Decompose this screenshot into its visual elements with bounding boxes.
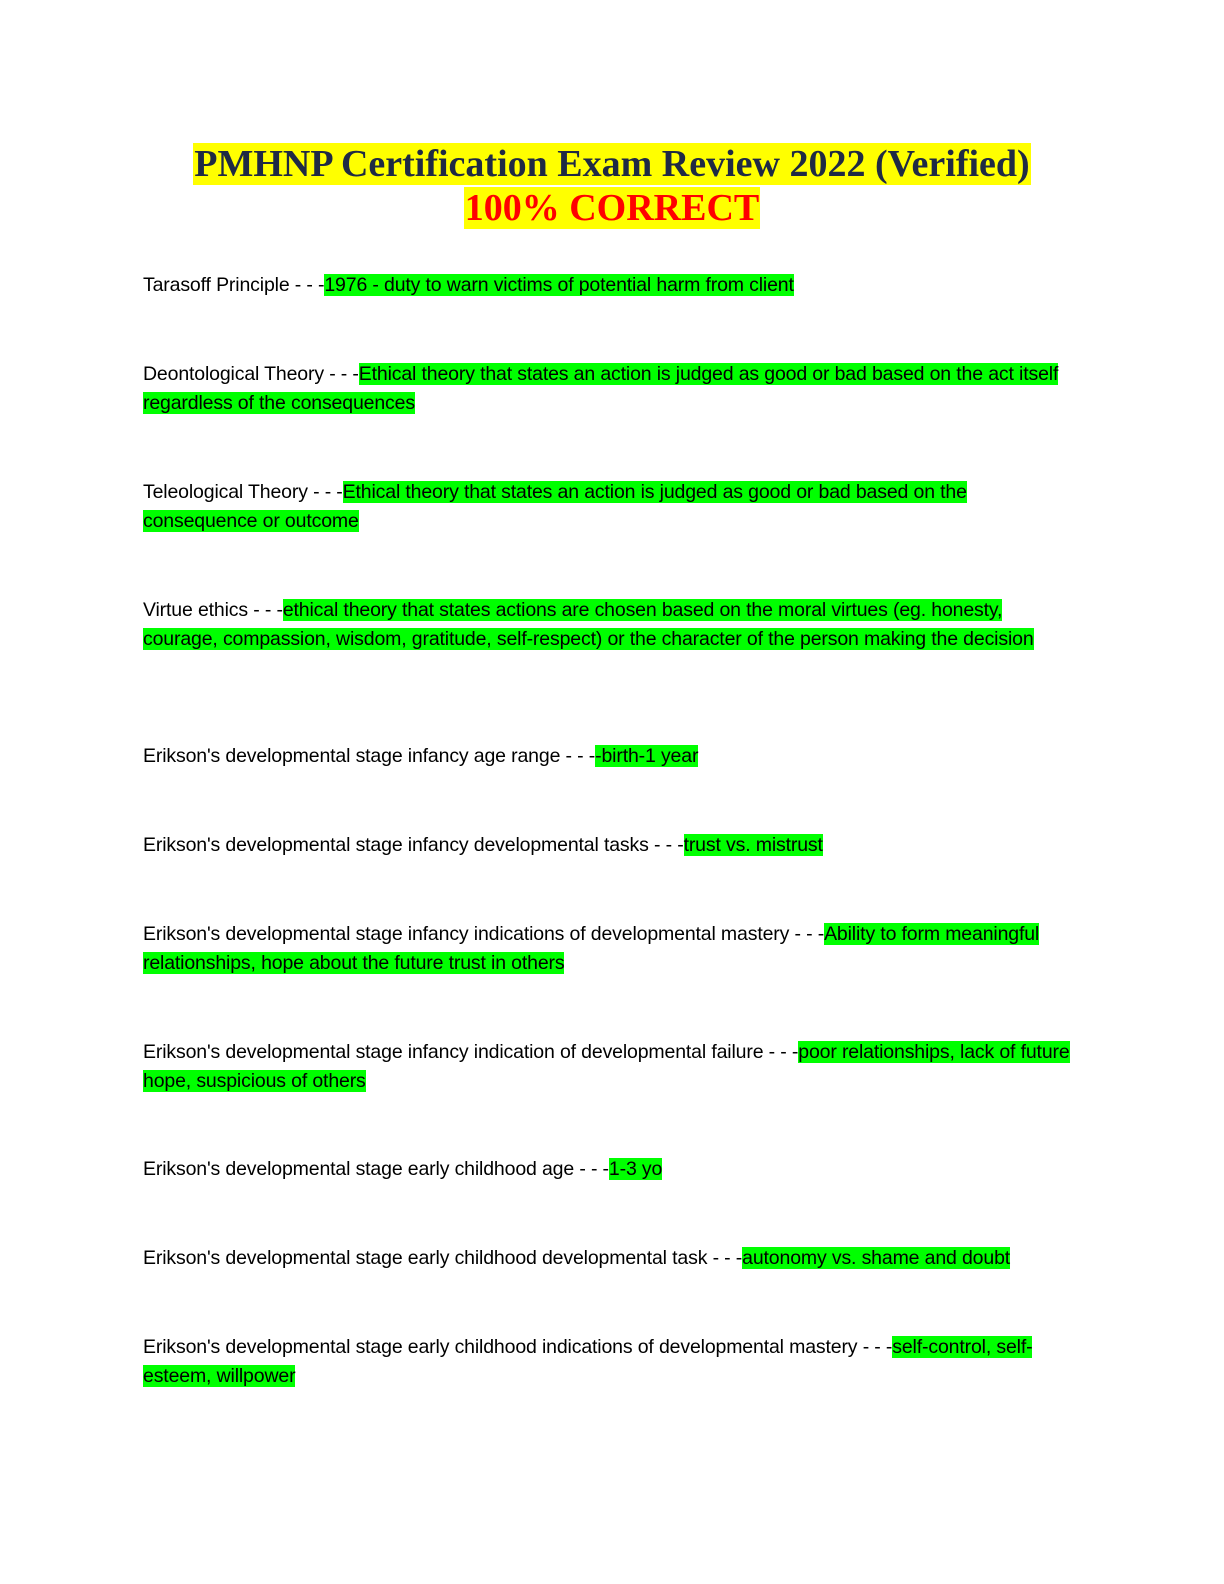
entry-term: Erikson's developmental stage early chil…: [143, 1158, 575, 1180]
entry-answer: -birth-1 year: [595, 745, 699, 767]
entry-term: Erikson's developmental stage infancy in…: [143, 1041, 764, 1063]
entry-answer: 1-3 yo: [608, 1158, 663, 1180]
entry-term: Virtue ethics: [143, 599, 248, 621]
entry-term: Erikson's developmental stage early chil…: [143, 1247, 708, 1269]
entry-separator: - - -: [307, 481, 343, 503]
entry-separator: - - -: [574, 1158, 609, 1180]
entry-term: Deontological Theory: [143, 363, 324, 385]
qa-entry: Erikson's developmental stage infancy in…: [143, 1038, 1078, 1095]
entry-term: Erikson's developmental stage infancy in…: [143, 923, 790, 945]
qa-entry: Tarasoff Principle - - -1976 - duty to w…: [143, 271, 1078, 300]
entry-separator: - - -: [789, 923, 825, 945]
qa-entry: Teleological Theory - - -Ethical theory …: [143, 478, 1078, 535]
entry-term: Tarasoff Principle: [143, 274, 290, 296]
qa-entry: Deontological Theory - - -Ethical theory…: [143, 360, 1078, 417]
entry-term: Erikson's developmental stage infancy de…: [143, 834, 649, 856]
entry-separator: - - -: [857, 1336, 893, 1358]
entry-separator: - - -: [560, 745, 596, 767]
entry-separator: - - -: [763, 1041, 799, 1063]
qa-entry: Virtue ethics - - -ethical theory that s…: [143, 596, 1078, 653]
title-subtitle-text: 100% CORRECT: [463, 187, 761, 229]
qa-entry: Erikson's developmental stage early chil…: [143, 1155, 1078, 1184]
qa-entry: Erikson's developmental stage infancy ag…: [143, 742, 1078, 771]
qa-entry: Erikson's developmental stage early chil…: [143, 1333, 1078, 1390]
entry-separator: - - -: [248, 599, 283, 621]
entry-answer: 1976 - duty to warn victims of potential…: [324, 274, 794, 296]
qa-entry: Erikson's developmental stage infancy de…: [143, 831, 1078, 860]
qa-entry: Erikson's developmental stage infancy in…: [143, 920, 1078, 977]
entry-separator: - - -: [648, 834, 684, 856]
entry-separator: - - -: [323, 363, 359, 385]
entry-separator: - - -: [289, 274, 325, 296]
entry-separator: - - -: [707, 1247, 743, 1269]
qa-entry: Erikson's developmental stage early chil…: [143, 1244, 1078, 1273]
entry-term: Erikson's developmental stage early chil…: [143, 1336, 858, 1358]
title-main-text: PMHNP Certification Exam Review 2022 (Ve…: [193, 143, 1031, 185]
entry-term: Erikson's developmental stage infancy ag…: [143, 745, 561, 767]
entry-answer: autonomy vs. shame and doubt: [742, 1247, 1011, 1269]
title-line-2: 100% CORRECT: [0, 186, 1224, 230]
title-line-1: PMHNP Certification Exam Review 2022 (Ve…: [0, 142, 1224, 186]
entry-term: Teleological Theory: [143, 481, 308, 503]
entry-answer: trust vs. mistrust: [683, 834, 823, 856]
document-title: PMHNP Certification Exam Review 2022 (Ve…: [0, 142, 1224, 230]
